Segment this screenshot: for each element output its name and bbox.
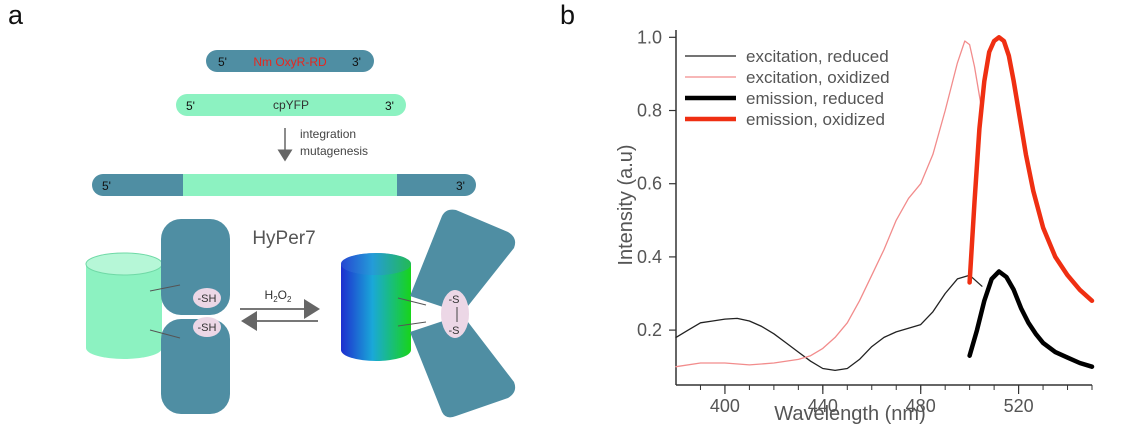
thiol-label-2: -SH [198, 322, 217, 334]
fluorescence-spectra-chart: 400 440 480 520 0.2 0.4 0.6 0.8 1.0 excitation,… [615, 27, 1095, 425]
y-tick-label: 0.2 [637, 320, 662, 340]
panel-letter-a: a [8, 0, 24, 30]
oxyr-domain-lower-tilted [410, 316, 516, 418]
disulfide-bottom-label: -S [449, 325, 460, 337]
gene-cpyfp-5prime: 5' [186, 99, 195, 113]
gene-oxyr-5prime: 5' [218, 55, 227, 69]
legend-label: excitation, reduced [746, 47, 889, 66]
oxyr-domain-upper-tilted [410, 209, 516, 312]
x-axis-label: Wavelength (nm) [774, 403, 926, 425]
y-tick-label: 0.6 [637, 174, 662, 194]
thiol-label-1: -SH [198, 293, 217, 305]
step-label-integration: integration [300, 127, 356, 141]
x-tick-label: 440 [808, 396, 838, 416]
x-tick-label: 400 [710, 396, 740, 416]
legend-label: emission, oxidized [746, 110, 885, 129]
disulfide-bond [441, 290, 469, 338]
panel-a-hyper7-diagram: a 5' Nm OxyR-RD 3' 5' cpYFP 3' [0, 0, 560, 426]
panel-b-spectra-chart: b 400 440 480 520 0.2 0.4 0.6 0.8 1.0 excitatio… [560, 0, 1142, 426]
x-tick-label: 480 [906, 396, 936, 416]
linker-lower [149, 329, 181, 339]
gene-oxyr-label: Nm OxyR-RD [253, 55, 327, 69]
oxidized-state-sensor: -S -S [341, 209, 516, 418]
series-lines [675, 35, 1095, 372]
gene-cpyfp-3prime: 3' [385, 99, 394, 113]
panel-letter-b: b [560, 0, 576, 30]
series-line-1 [675, 40, 983, 368]
series-line-2 [967, 269, 1095, 369]
linker-upper [149, 284, 181, 292]
gene-oxyr-rd: 5' Nm OxyR-RD 3' [206, 50, 374, 72]
step-label-mutagenesis: mutagenesis [300, 144, 368, 158]
legend-label: emission, reduced [746, 89, 884, 108]
series-line-0 [675, 274, 983, 372]
chart-axes [675, 30, 1092, 386]
chart-legend: excitation, reduced excitation, oxidized e… [685, 47, 890, 129]
y-tick-label: 1.0 [637, 27, 662, 47]
gene-oxyr-3prime: 3' [352, 55, 361, 69]
x-ticks: 400 440 480 520 [710, 385, 1034, 416]
oxyr-domain-lower [161, 319, 230, 414]
sensor-name: HyPer7 [252, 228, 315, 249]
y-tick-label: 0.8 [637, 101, 662, 121]
redox-reaction-arrows: H2O2 [240, 288, 320, 331]
fusion-5prime: 5' [102, 179, 111, 193]
linker-upper-oxidized [397, 297, 427, 306]
y-ticks: 0.2 0.4 0.6 0.8 1.0 [637, 27, 676, 340]
cpyfp-barrel-oxidized [341, 253, 411, 361]
fusion-3prime: 3' [456, 179, 465, 193]
y-tick-label: 0.4 [637, 247, 662, 267]
cpyfp-barrel-reduced [85, 252, 163, 359]
integration-step: integration mutagenesis [277, 127, 368, 162]
y-axis-label: Intensity (a.u) [615, 144, 637, 265]
h2o2-label: H2O2 [265, 288, 292, 304]
reduced-state-sensor: -SH -SH [85, 219, 230, 414]
linker-lower-oxidized [397, 321, 427, 327]
series-line-3 [967, 35, 1095, 304]
disulfide-top-label: -S [449, 294, 460, 306]
fusion-gene: 5' 3' [92, 174, 476, 196]
x-tick-label: 520 [1004, 396, 1034, 416]
gene-cpyfp: 5' cpYFP 3' [176, 94, 406, 116]
hyper7-construction-diagram: 5' Nm OxyR-RD 3' 5' cpYFP 3' integration… [85, 50, 516, 418]
gene-cpyfp-label: cpYFP [273, 98, 309, 112]
legend-label: excitation, oxidized [746, 68, 890, 87]
